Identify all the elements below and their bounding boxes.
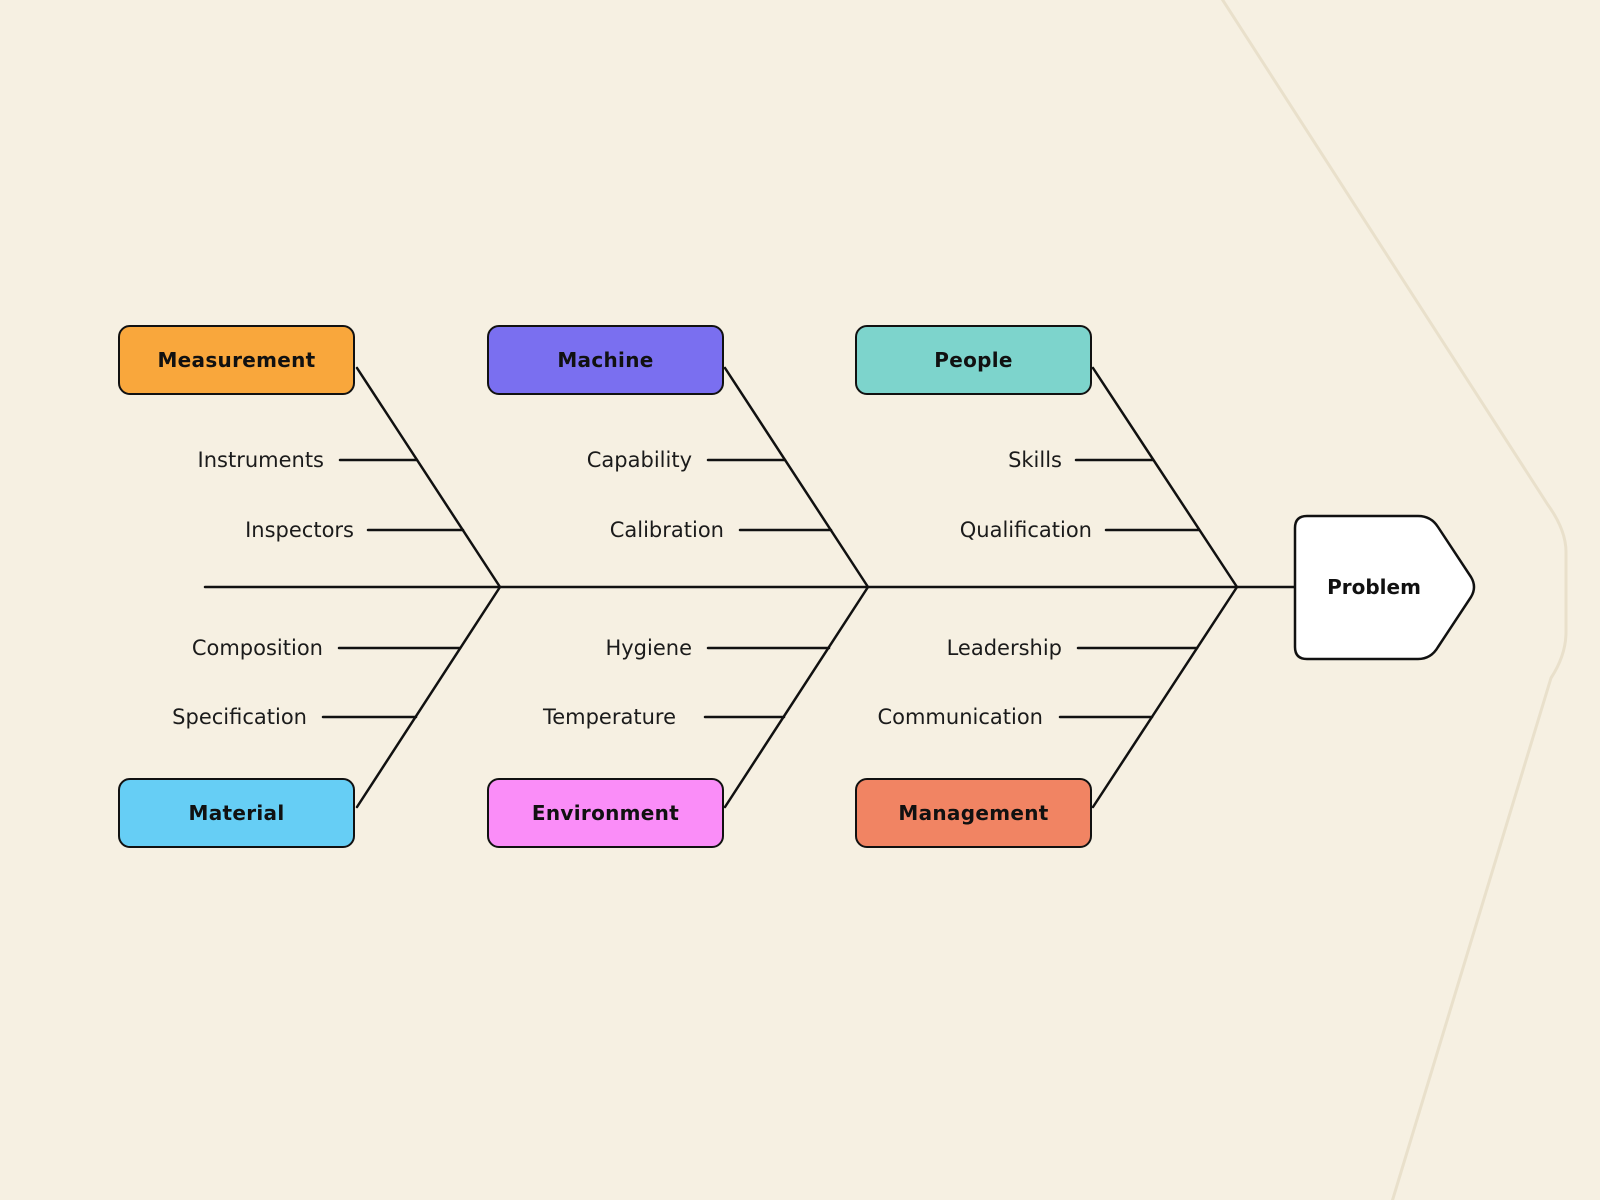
problem-node-shape — [1293, 514, 1476, 661]
cause-label-hygiene: Hygiene — [605, 636, 692, 660]
category-label-people: People — [934, 348, 1013, 372]
bone-environment — [723, 585, 870, 809]
bone-people — [1091, 366, 1239, 589]
bone-material — [355, 585, 502, 809]
cause-label-qualification: Qualification — [959, 518, 1092, 542]
category-label-machine: Machine — [557, 348, 654, 372]
cause-label-communication: Communication — [877, 705, 1043, 729]
category-label-material: Material — [188, 801, 285, 825]
category-box-measurement: Measurement — [118, 325, 355, 395]
cause-label-skills: Skills — [1008, 448, 1062, 472]
bone-management — [1091, 585, 1239, 809]
cause-label-composition: Composition — [191, 636, 323, 660]
category-box-environment: Environment — [487, 778, 724, 848]
category-label-measurement: Measurement — [157, 348, 316, 372]
category-box-management: Management — [855, 778, 1092, 848]
bone-measurement — [355, 366, 502, 589]
category-label-management: Management — [898, 801, 1049, 825]
cause-label-instruments: Instruments — [197, 448, 324, 472]
cause-label-capability: Capability — [586, 448, 692, 472]
category-box-material: Material — [118, 778, 355, 848]
cause-label-specification: Specification — [172, 705, 307, 729]
cause-label-inspectors: Inspectors — [245, 518, 354, 542]
problem-node-label: Problem — [1327, 575, 1421, 599]
category-box-machine: Machine — [487, 325, 724, 395]
cause-label-calibration: Calibration — [609, 518, 724, 542]
background-chevron-line — [1220, 0, 1568, 1200]
bone-machine — [723, 366, 870, 589]
cause-label-temperature: Temperature — [542, 705, 676, 729]
category-label-environment: Environment — [531, 801, 680, 825]
cause-label-leadership: Leadership — [946, 636, 1062, 660]
category-box-people: People — [855, 325, 1092, 395]
